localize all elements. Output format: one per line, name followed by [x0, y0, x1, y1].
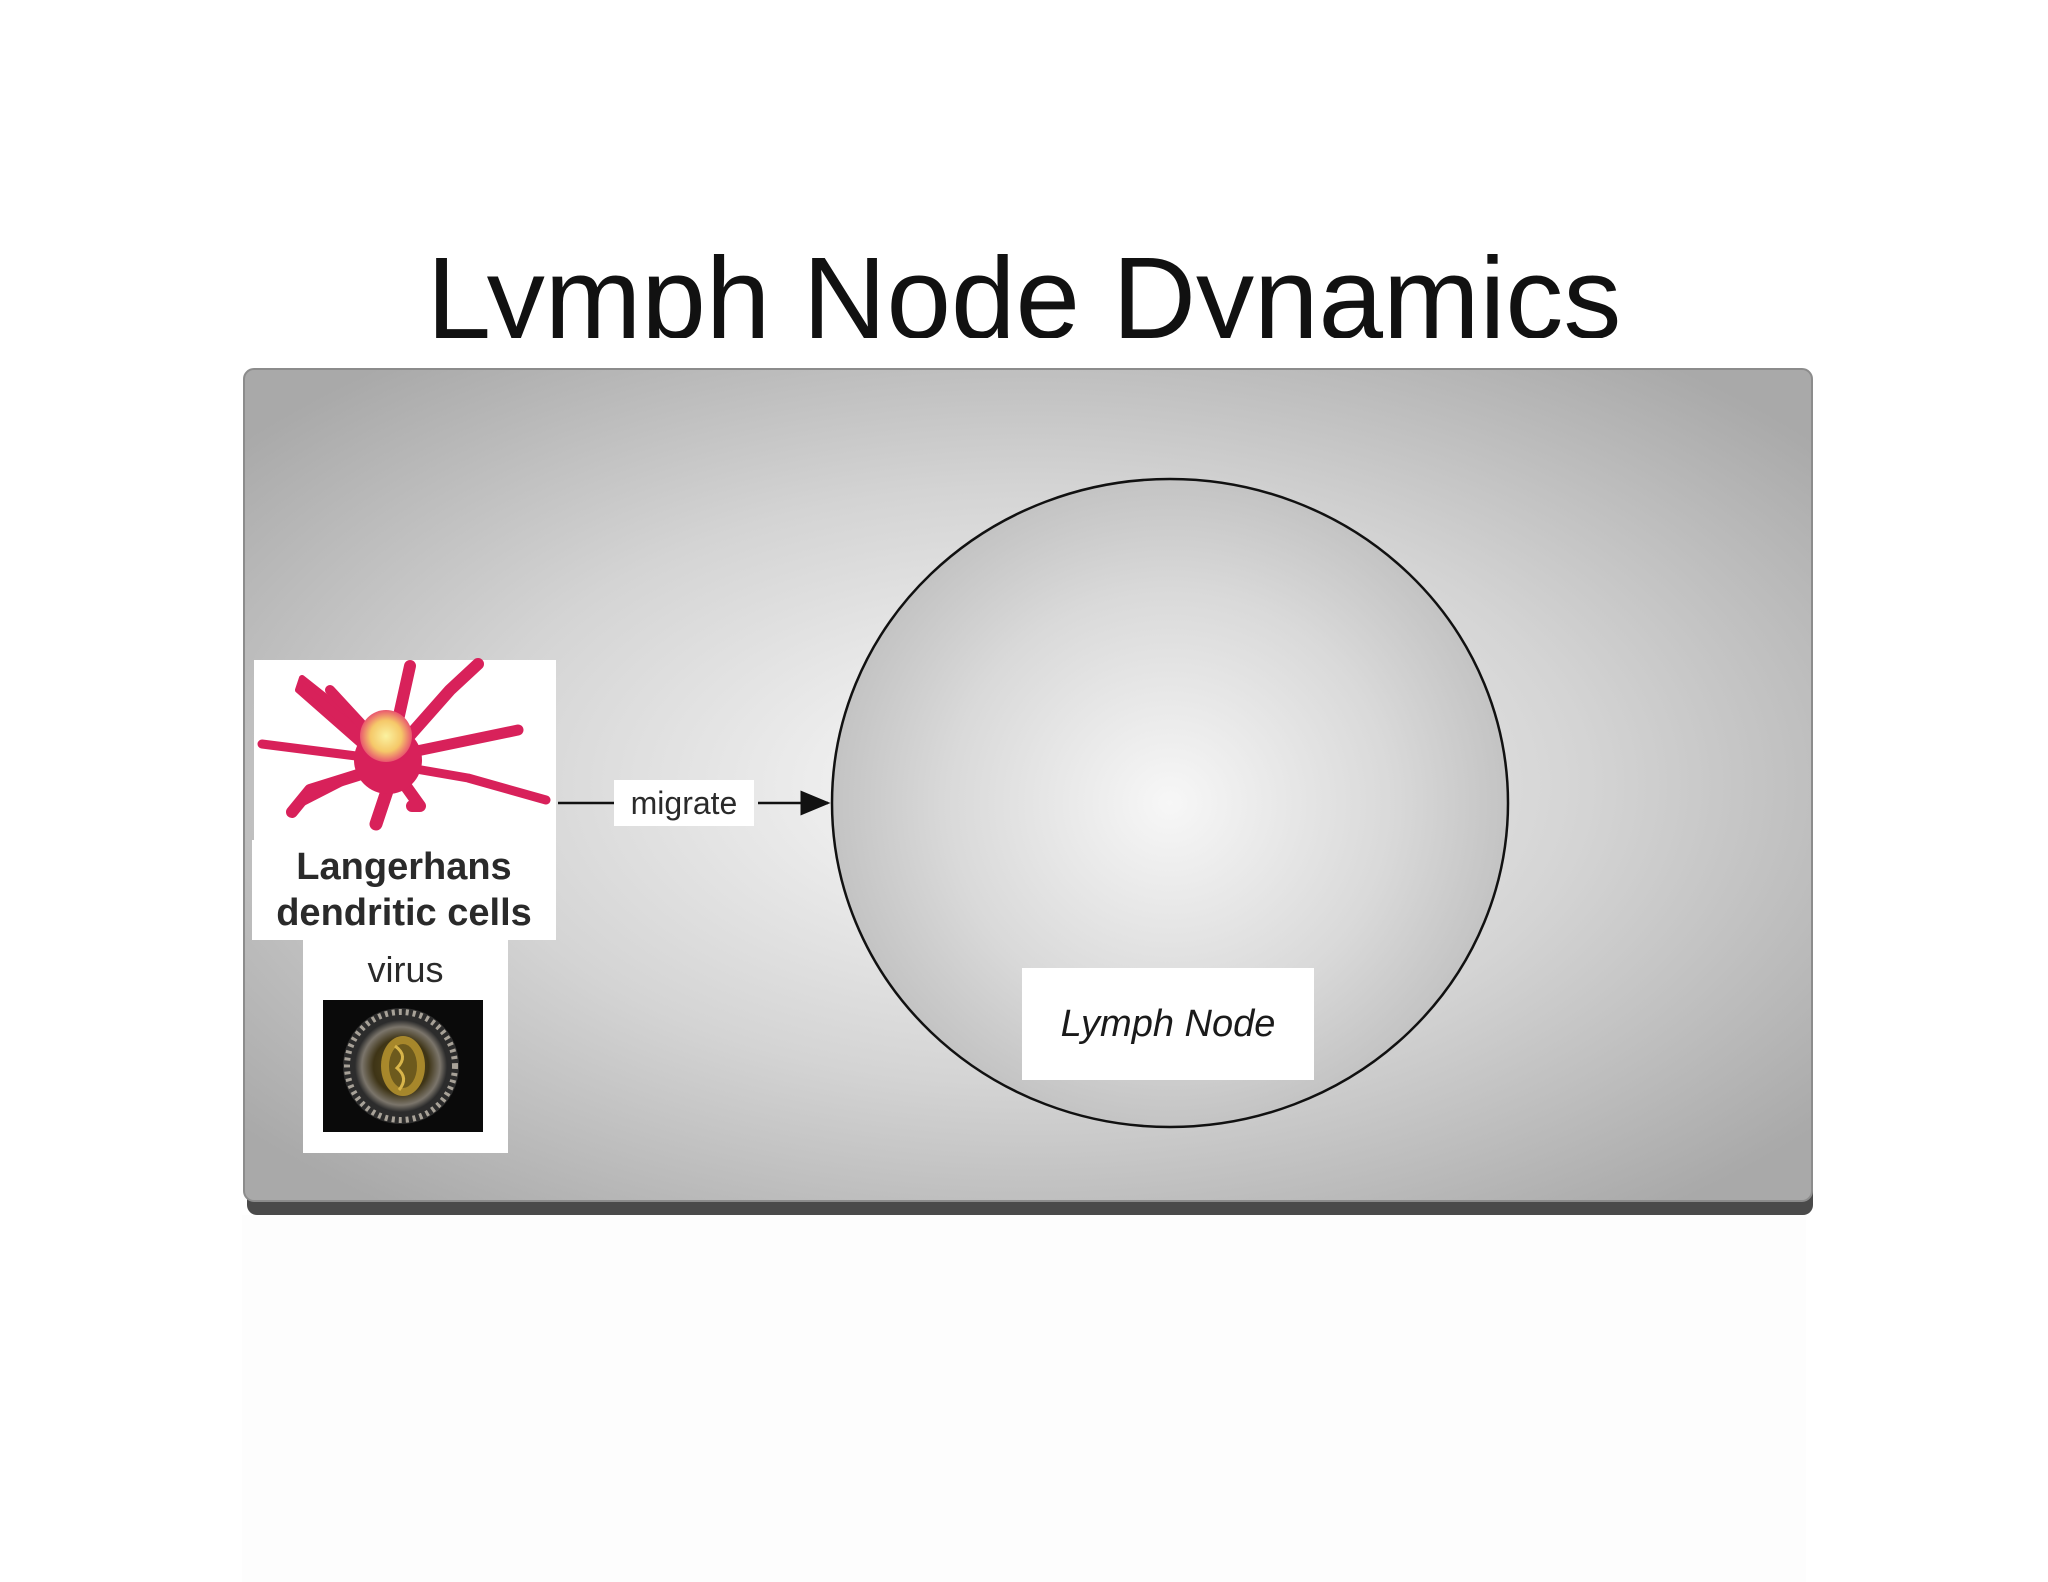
lymph-node-label: Lymph Node [1022, 968, 1314, 1080]
cell-nucleus [360, 710, 412, 762]
cell-label-line2: dendritic cells [276, 890, 532, 936]
virus-block: virus [303, 940, 508, 1153]
virus-icon [323, 1000, 483, 1132]
dendritic-cell-label: Langerhans dendritic cells [252, 840, 556, 940]
virus-image [323, 1000, 483, 1132]
virus-label: virus [303, 948, 508, 992]
migrate-label: migrate [614, 780, 754, 826]
cell-label-line1: Langerhans [296, 844, 511, 890]
